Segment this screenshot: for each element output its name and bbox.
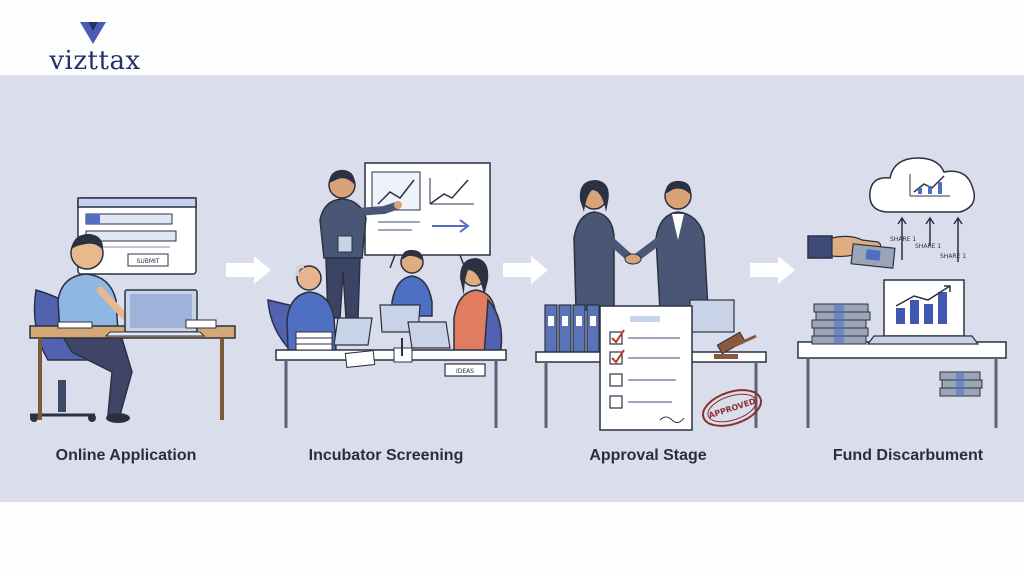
presentation-board-icon — [364, 162, 491, 269]
share-tag-1: SHARE 1 — [890, 236, 916, 243]
arrow-1-icon — [226, 256, 271, 284]
arrow-2-icon — [503, 256, 548, 284]
step-label-approval-stage: Approval Stage — [589, 447, 707, 464]
step-label-incubator-screening: Incubator Screening — [308, 447, 464, 464]
step-3-illustration: APPROVED — [535, 180, 767, 431]
brand-logo: vizttax — [40, 20, 150, 76]
share-tag-3: SHARE 1 — [940, 253, 966, 260]
step-label-fund-disbursement: Fund Discarbument — [832, 447, 984, 464]
process-panel — [0, 75, 1024, 502]
hand-money-icon — [807, 235, 896, 269]
arrow-3-icon — [750, 256, 795, 284]
ideas-folder-label: IDEAS — [456, 368, 474, 375]
step-2-illustration: IDEAS — [267, 162, 507, 428]
cloud-chart-icon — [869, 157, 975, 213]
checklist-document-icon — [599, 305, 693, 431]
form-submit-button: SUBMIT — [137, 258, 160, 265]
brand-wordmark: vizttax — [49, 46, 141, 76]
step-4-illustration: SHARE 1 SHARE 1 SHARE 1 — [797, 157, 1007, 428]
gavel-icon — [714, 331, 757, 359]
ideas-folder-icon: IDEAS — [444, 363, 486, 377]
step-label-online-application: Online Application — [55, 447, 197, 464]
share-tag-2: SHARE 1 — [915, 243, 941, 250]
step-1-illustration: SUBMIT — [29, 197, 236, 423]
laptop-chart-icon — [866, 279, 980, 345]
money-bundle-icon — [939, 371, 983, 397]
money-stack-icon — [811, 303, 871, 345]
binders-icon — [544, 304, 600, 354]
logo-v-mark-icon — [80, 22, 106, 44]
form-window-icon: SUBMIT — [77, 197, 197, 275]
